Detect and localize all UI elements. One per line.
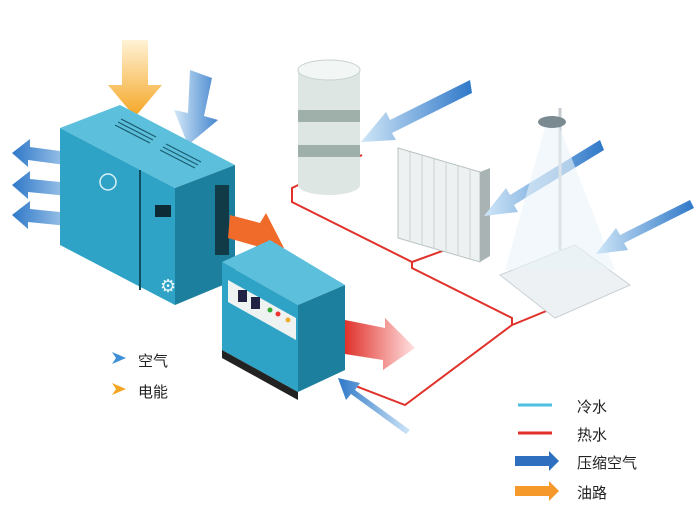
orange-arrow-icon bbox=[112, 383, 126, 395]
gear-icon: ⚙ bbox=[160, 276, 176, 297]
shower-arrow bbox=[596, 200, 694, 254]
legend-swatch-compressed-air bbox=[515, 451, 559, 471]
legend-swatch-oil bbox=[515, 481, 559, 501]
power-input-arrows bbox=[108, 40, 218, 145]
cold-water-in-arrow bbox=[338, 378, 410, 434]
brand-logo-icon bbox=[99, 173, 117, 191]
heat-recovery-unit bbox=[222, 240, 345, 400]
legend-hot-water-label: 热水 bbox=[577, 426, 608, 444]
legend-power-label: 电能 bbox=[138, 383, 169, 401]
compressor-display bbox=[155, 205, 171, 217]
shower bbox=[499, 108, 631, 319]
hot-air-arrow bbox=[361, 80, 472, 142]
unit-gauge bbox=[251, 297, 260, 309]
air-compressor: ⚙ bbox=[60, 105, 235, 305]
compressor-vent bbox=[215, 185, 229, 255]
legend-air-label: 空气 bbox=[138, 352, 169, 370]
legend-cold-water-label: 冷水 bbox=[577, 398, 608, 416]
radiator bbox=[397, 147, 490, 263]
legend-oil-label: 油路 bbox=[577, 484, 608, 502]
legend-compressed-air-label: 压缩空气 bbox=[577, 454, 638, 472]
unit-gauge bbox=[238, 290, 247, 302]
water-tank bbox=[297, 59, 361, 195]
hot-water-out-arrow bbox=[345, 318, 415, 370]
blue-arrow-icon bbox=[112, 352, 126, 364]
